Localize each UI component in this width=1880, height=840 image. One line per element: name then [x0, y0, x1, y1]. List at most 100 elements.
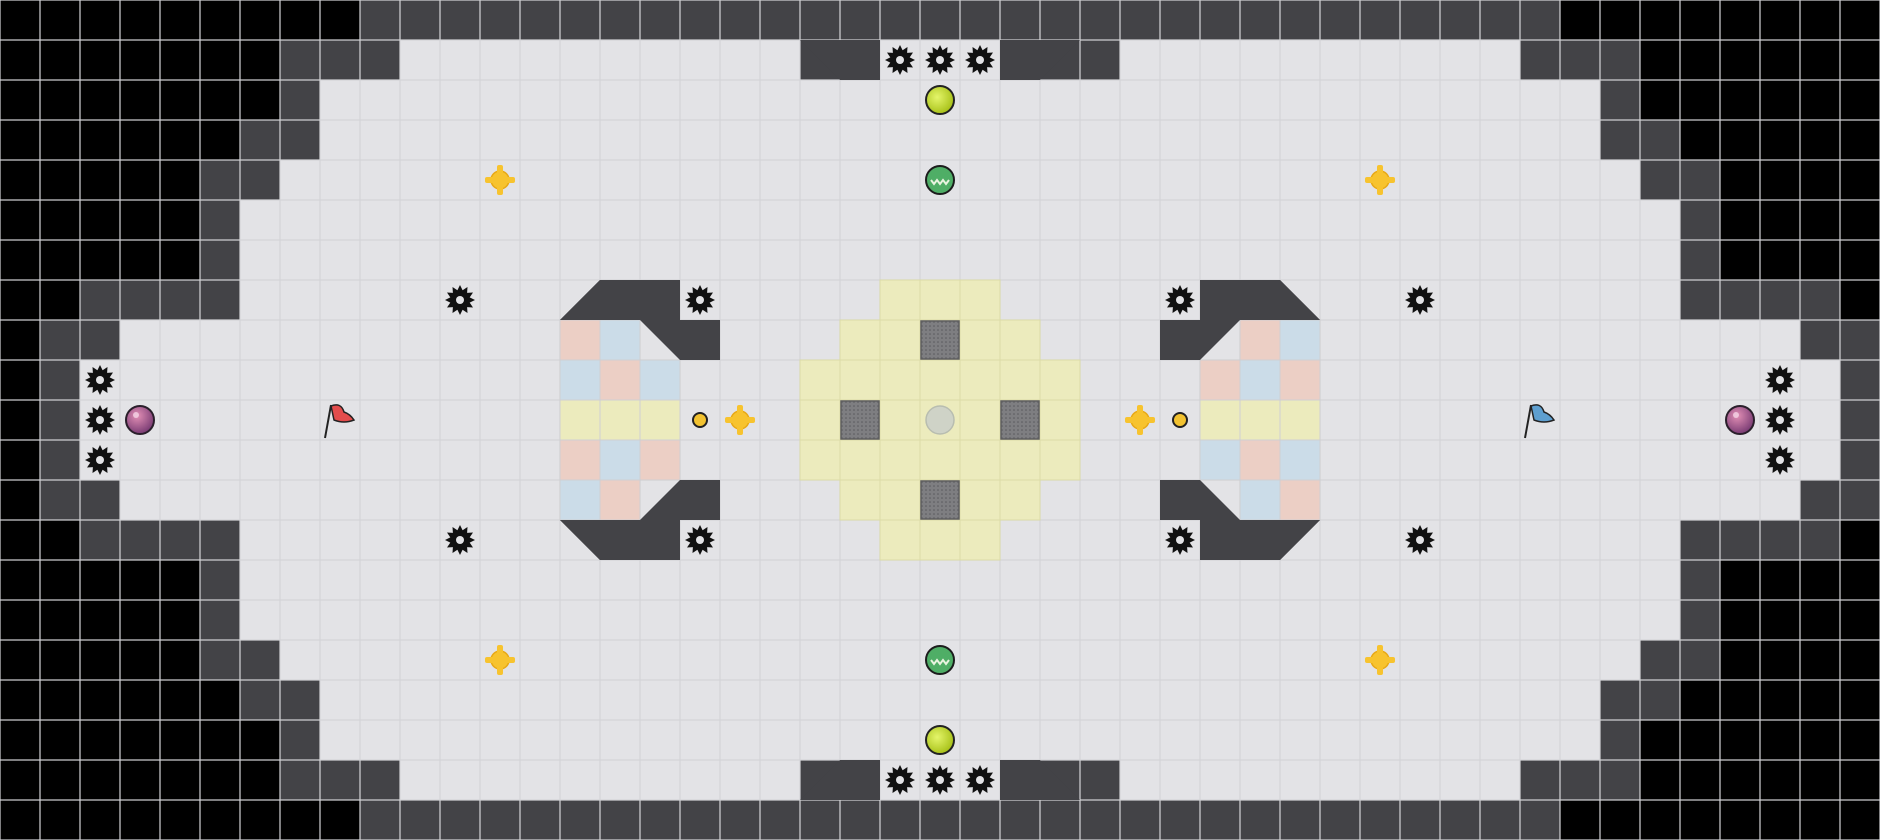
- spike-icon: [85, 405, 115, 435]
- spike-icon: [885, 45, 915, 75]
- red-team-tile: [1239, 439, 1281, 481]
- spike-icon: [925, 45, 955, 75]
- bomb-icon: [925, 725, 955, 755]
- bomb-icon: [925, 85, 955, 115]
- yellow-team-tile: [879, 519, 921, 561]
- flag-blue-icon: [1524, 404, 1556, 439]
- yellow-team-tile: [959, 519, 1001, 561]
- gate-tile: [840, 400, 880, 440]
- yellow-team-tile: [999, 439, 1041, 481]
- tiles-layer: [559, 279, 1321, 561]
- spike-icon: [685, 285, 715, 315]
- spike-icon: [445, 525, 475, 555]
- spike-icon: [885, 765, 915, 795]
- boost-icon: [1125, 405, 1155, 435]
- yellow-team-tile: [919, 359, 961, 401]
- red-team-tile: [1199, 359, 1241, 401]
- red-team-tile: [559, 319, 601, 361]
- red-team-tile: [1279, 479, 1321, 521]
- spike-icon: [1405, 525, 1435, 555]
- yellow-team-tile: [959, 439, 1001, 481]
- inner-wall: [800, 760, 880, 800]
- yellow-team-tile: [959, 359, 1001, 401]
- spike-icon: [685, 525, 715, 555]
- yellow-team-tile: [1039, 359, 1081, 401]
- red-team-tile: [1239, 319, 1281, 361]
- inner-wall: [560, 520, 600, 560]
- yellow-team-tile: [1239, 399, 1281, 441]
- yellow-team-tile: [919, 279, 961, 321]
- yellow-team-tile: [799, 399, 841, 441]
- blue-team-tile: [1199, 439, 1241, 481]
- button-icon: [1172, 412, 1188, 428]
- flag-red-icon: [324, 404, 356, 439]
- yellow-team-tile: [959, 319, 1001, 361]
- gate-tile: [1000, 400, 1040, 440]
- yellow-team-tile: [799, 359, 841, 401]
- boost-icon: [485, 165, 515, 195]
- button-icon: [692, 412, 708, 428]
- yellow-team-tile: [599, 399, 641, 441]
- spike-icon: [1165, 525, 1195, 555]
- blue-team-tile: [639, 359, 681, 401]
- yellow-team-tile: [959, 279, 1001, 321]
- yellow-team-tile: [879, 319, 921, 361]
- red-team-tile: [599, 359, 641, 401]
- spike-icon: [1405, 285, 1435, 315]
- yellow-team-tile: [1279, 399, 1321, 441]
- blue-team-tile: [1239, 359, 1281, 401]
- spike-icon: [1165, 285, 1195, 315]
- portal-icon: [125, 405, 155, 435]
- gate-tile: [920, 320, 960, 360]
- blue-team-tile: [559, 359, 601, 401]
- yellow-team-tile: [959, 479, 1001, 521]
- yellow-team-tile: [559, 399, 601, 441]
- red-team-tile: [599, 479, 641, 521]
- yellow-team-tile: [1039, 439, 1081, 481]
- spike-icon: [445, 285, 475, 315]
- yellow-team-tile: [919, 439, 961, 481]
- center-spot: [925, 405, 955, 435]
- yellow-team-tile: [879, 479, 921, 521]
- yellow-team-tile: [879, 399, 921, 441]
- boost-icon: [725, 405, 755, 435]
- yellow-team-tile: [839, 439, 881, 481]
- yellow-team-tile: [879, 359, 921, 401]
- inner-wall: [1000, 760, 1080, 800]
- yellow-team-tile: [999, 479, 1041, 521]
- blue-team-tile: [1279, 319, 1321, 361]
- spike-icon: [85, 365, 115, 395]
- inner-wall: [1280, 520, 1320, 560]
- yellow-team-tile: [839, 359, 881, 401]
- yellow-team-tile: [1039, 399, 1081, 441]
- yellow-team-tile: [959, 399, 1001, 441]
- blue-team-tile: [559, 479, 601, 521]
- spike-icon: [1765, 365, 1795, 395]
- yellow-team-tile: [919, 519, 961, 561]
- gate-tile: [920, 480, 960, 520]
- red-team-tile: [639, 439, 681, 481]
- spike-icon: [85, 445, 115, 475]
- boost-icon: [485, 645, 515, 675]
- spike-icon: [1765, 445, 1795, 475]
- powerup-icon: [925, 165, 955, 195]
- portal-icon: [1725, 405, 1755, 435]
- red-team-tile: [559, 439, 601, 481]
- inner-wall: [1000, 40, 1080, 80]
- yellow-team-tile: [839, 319, 881, 361]
- spike-icon: [1765, 405, 1795, 435]
- blue-team-tile: [1239, 479, 1281, 521]
- objects-layer: [85, 45, 1795, 795]
- inner-wall: [560, 280, 600, 320]
- yellow-team-tile: [879, 439, 921, 481]
- blue-team-tile: [1279, 439, 1321, 481]
- inner-wall: [1280, 280, 1320, 320]
- inner-wall: [800, 40, 880, 80]
- powerup-icon: [925, 645, 955, 675]
- yellow-team-tile: [839, 479, 881, 521]
- red-team-tile: [1279, 359, 1321, 401]
- yellow-team-tile: [999, 359, 1041, 401]
- yellow-team-tile: [799, 439, 841, 481]
